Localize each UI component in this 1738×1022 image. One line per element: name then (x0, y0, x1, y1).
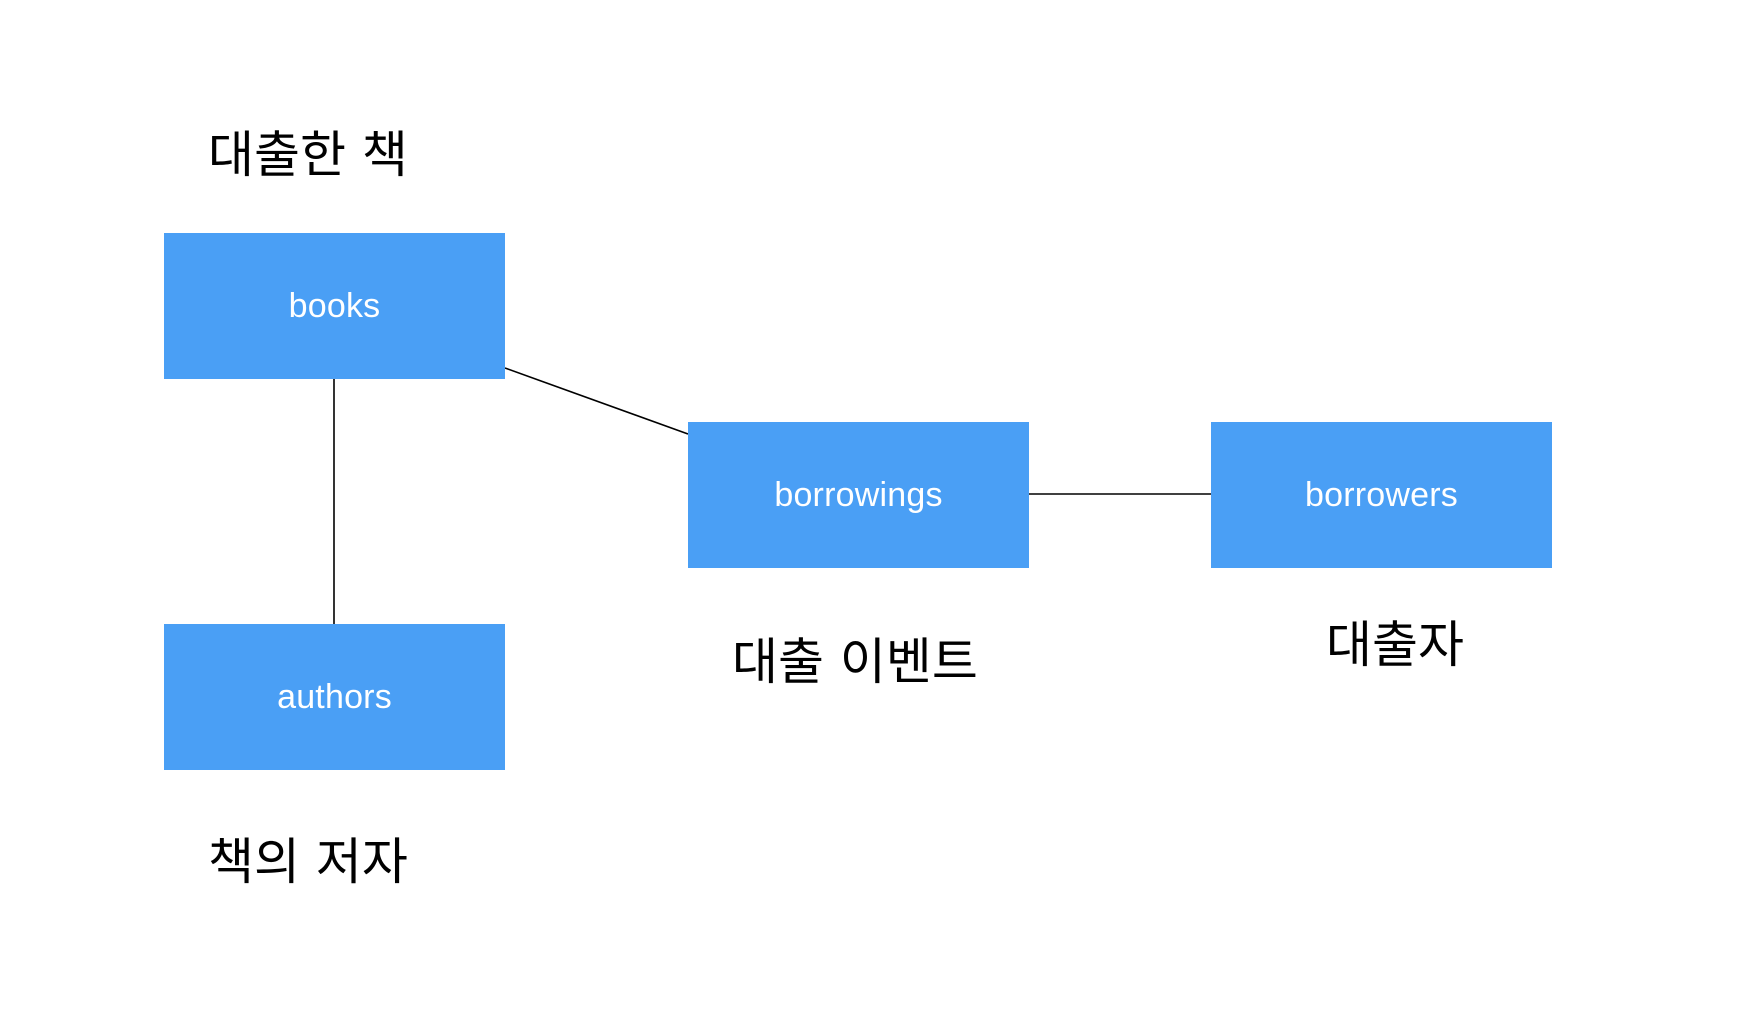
node-borrowers[interactable]: borrowers (1211, 422, 1552, 568)
caption-borrowers: 대출자 (1326, 616, 1464, 674)
caption-authors: 책의 저자 (208, 833, 408, 891)
node-authors[interactable]: authors (164, 624, 505, 770)
node-borrowings-label: borrowings (774, 475, 943, 514)
node-books[interactable]: books (164, 233, 505, 379)
node-borrowers-label: borrowers (1305, 475, 1458, 514)
caption-books: 대출한 책 (208, 126, 408, 184)
caption-borrowings: 대출 이벤트 (732, 633, 978, 691)
node-authors-label: authors (277, 677, 392, 716)
node-books-label: books (288, 286, 381, 325)
edge-books-borrowings (504, 367, 689, 435)
node-borrowings[interactable]: borrowings (688, 422, 1029, 568)
